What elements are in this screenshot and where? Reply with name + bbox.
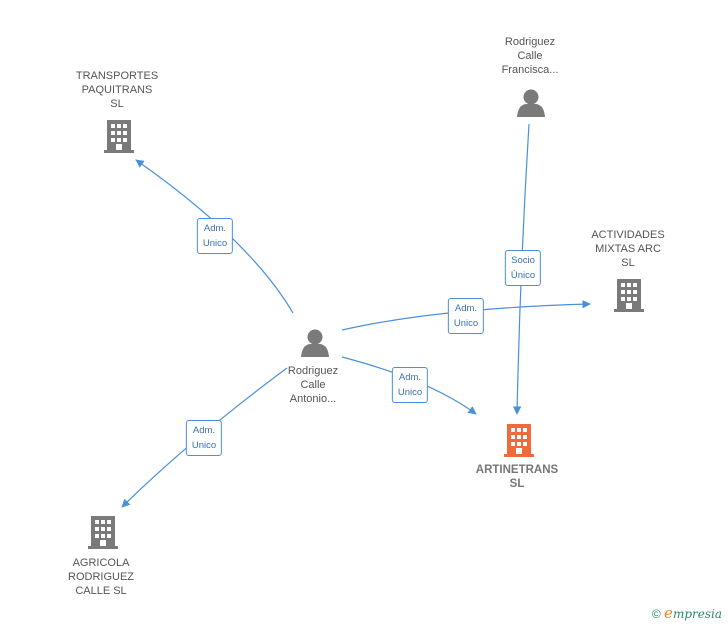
person-icon[interactable] [517, 89, 545, 118]
building-icon[interactable] [88, 516, 118, 549]
node-label-agricola[interactable]: AGRICOLA RODRIGUEZ CALLE SL [68, 557, 134, 597]
edge-label-adm-unico: Adm. Unico [185, 420, 223, 456]
node-label-transportes[interactable]: TRANSPORTES PAQUITRANS SL [75, 70, 159, 110]
node-label-actividades[interactable]: ACTIVIDADES MIXTAS ARC SL [591, 229, 665, 269]
node-label-artinetrans[interactable]: ARTINETRANS SL [475, 464, 559, 490]
node-label-rodriguez-antonio[interactable]: Rodriguez Calle Antonio... [287, 365, 339, 405]
brand-initial: e [664, 604, 673, 622]
edge-label-socio-unico: Socio Único [504, 250, 542, 286]
building-icon[interactable] [504, 424, 534, 457]
brand-name: mpresia [672, 607, 722, 621]
person-icon[interactable] [301, 329, 329, 358]
node-label-rodriguez-francisca[interactable]: Rodriguez Calle Francisca... [501, 36, 559, 76]
edge-label-adm-unico: Adm. Unico [391, 367, 429, 403]
edge-label-adm-unico: Adm. Unico [447, 298, 485, 334]
building-icon[interactable] [104, 120, 134, 153]
copyright-symbol: © [651, 607, 661, 621]
building-icon[interactable] [614, 279, 644, 312]
edge-label-adm-unico: Adm. Unico [196, 218, 234, 254]
copyright-brand: © empresia [652, 604, 722, 622]
